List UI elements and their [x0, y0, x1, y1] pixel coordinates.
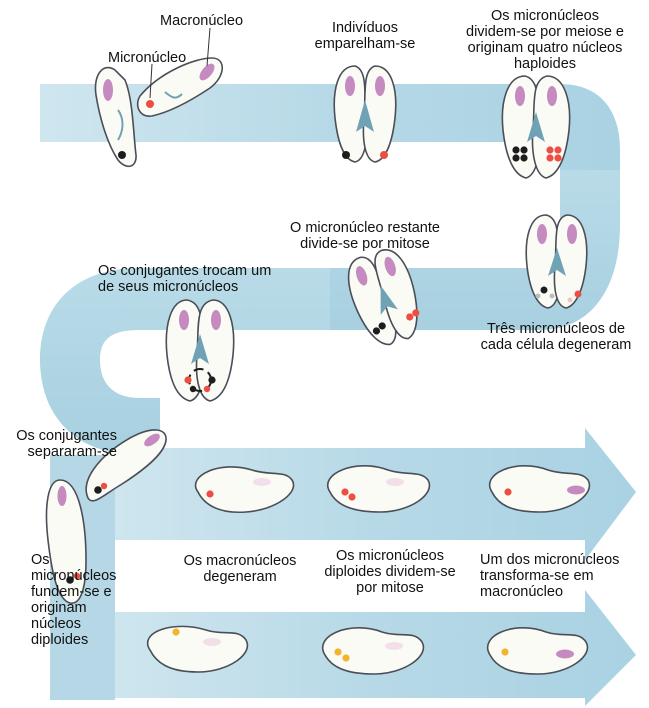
upper-band-cells — [196, 466, 590, 512]
label-macro-degenerate: Os macronúcleos degeneram — [165, 553, 315, 585]
label-exchange: Os conjugantes trocam um de seus micronú… — [98, 263, 271, 295]
label-fuse: Os micronúcleos fundem-se e originam núc… — [31, 552, 116, 648]
label-degenerate3: Três micronúcleos de cada célula degener… — [466, 321, 646, 353]
stage-paired — [334, 66, 395, 162]
stage-mitosis — [341, 245, 428, 351]
micronucleus-dark — [541, 287, 548, 294]
lower-band-cells — [148, 626, 588, 674]
label-transform: Um dos micronúcleos transforma-se em mac… — [480, 552, 619, 600]
label-macronucleo: Macronúcleo — [160, 13, 243, 29]
macronucleus — [179, 310, 189, 330]
macronucleus — [547, 86, 557, 106]
macronucleus — [103, 79, 113, 101]
micronucleus-red — [146, 100, 154, 108]
micronucleus-dark — [118, 151, 126, 159]
macronucleus — [345, 76, 355, 96]
stage-exchange — [166, 300, 233, 401]
stage-meiosis — [502, 76, 569, 178]
stage-degenerate — [526, 215, 586, 308]
macronucleus — [515, 86, 525, 106]
label-meiosis: Os micronúcleos dividem-se por meiose e … — [455, 8, 635, 72]
label-micronucleo: Micronúcleo — [108, 50, 186, 66]
label-separate: Os conjugantes separaram-se — [2, 428, 117, 460]
label-mitosis: O micronúcleo restante divide-se por mit… — [280, 220, 450, 252]
micronucleus-red — [380, 151, 388, 159]
cell-left — [95, 68, 136, 167]
macronucleus — [375, 76, 385, 96]
micronucleus-dark — [342, 151, 350, 159]
label-diploid-mitosis: Os micronúcleos diploides dividem-se por… — [310, 548, 470, 596]
macronucleus — [211, 310, 221, 330]
micronucleus-red — [575, 291, 582, 298]
macronucleus — [537, 224, 547, 244]
macronucleus — [58, 486, 67, 506]
label-pair: Indivíduos emparelham-se — [290, 20, 440, 52]
macronucleus — [567, 224, 577, 244]
